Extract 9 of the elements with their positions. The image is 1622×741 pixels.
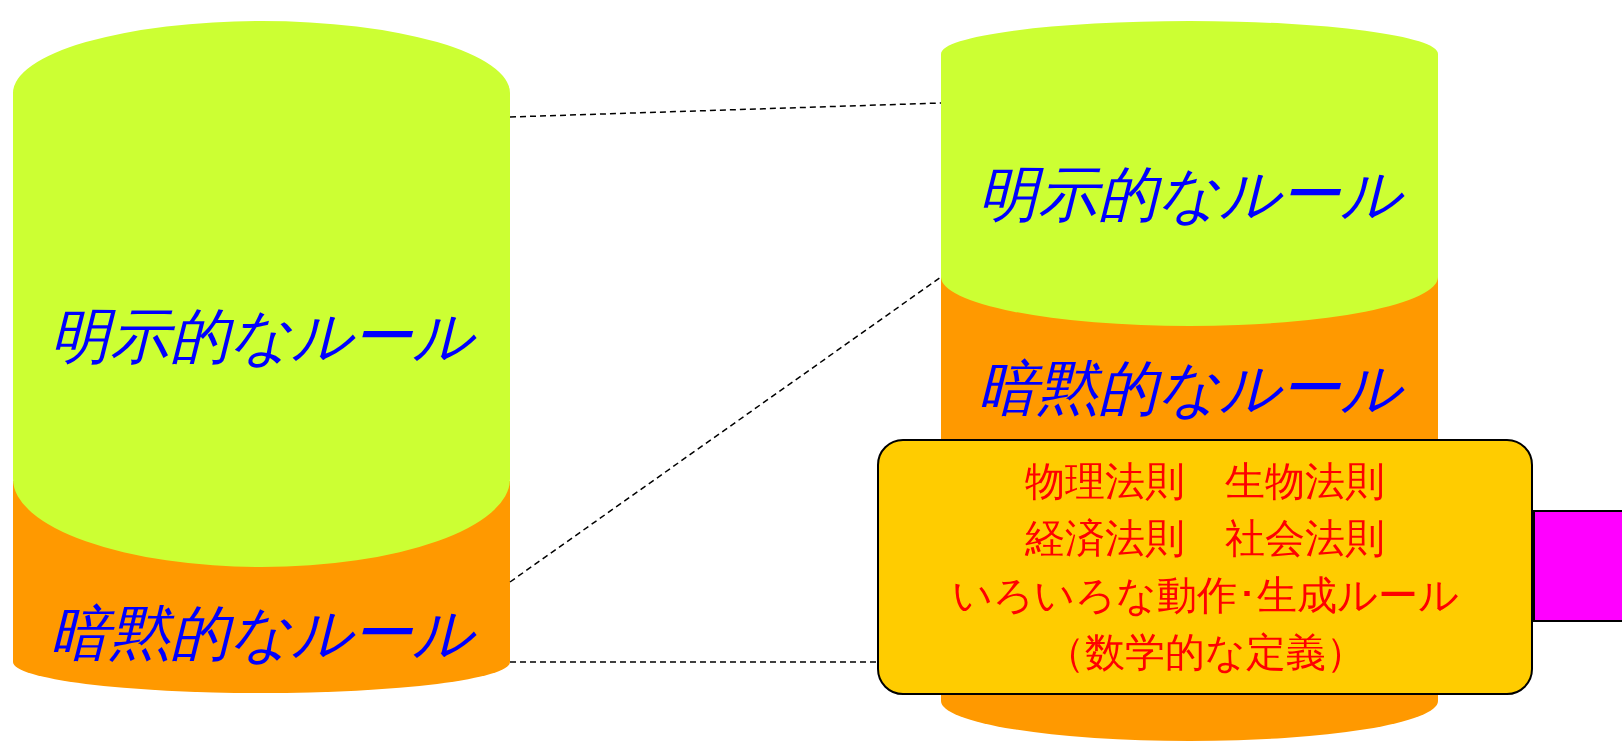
rounded-box bbox=[877, 439, 1533, 695]
dashed-line bbox=[509, 102, 942, 118]
rule-list-text: いろいろな動作･生成ルール bbox=[950, 571, 1460, 620]
rule-list-text: （数学的な定義） bbox=[1043, 628, 1367, 677]
dashed-line bbox=[509, 276, 942, 583]
rule-list-text: 物理法則 生物法則 bbox=[1024, 457, 1386, 506]
dashed-line bbox=[509, 661, 878, 663]
rule-list-text: 経済法則 社会法則 bbox=[1024, 514, 1386, 563]
rectangle bbox=[1533, 510, 1622, 622]
